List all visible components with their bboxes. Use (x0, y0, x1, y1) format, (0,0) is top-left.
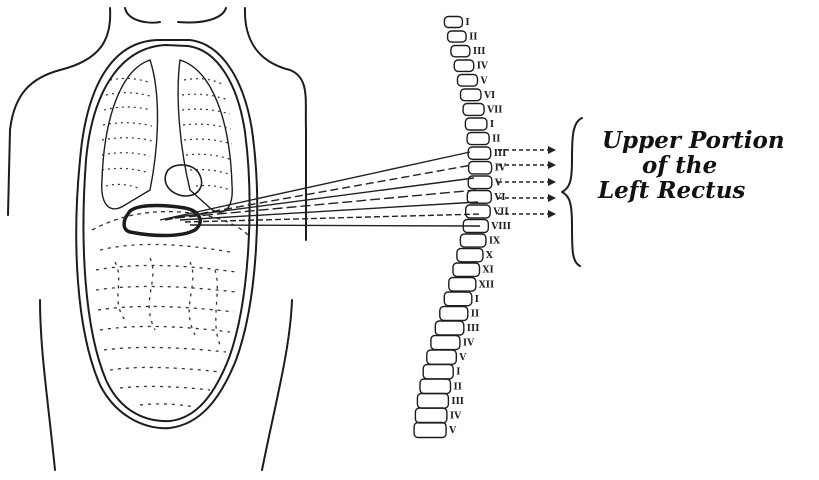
vertebra (467, 191, 491, 204)
nerve-rays (160, 152, 480, 226)
vertebra-label: I (475, 295, 479, 305)
callout-line-1: Upper Portion (598, 128, 813, 153)
vertebra-label: IV (463, 339, 475, 349)
vertebra (427, 350, 457, 364)
vertebra-label: VII (486, 105, 502, 115)
vertebra (444, 17, 462, 28)
vertebra-label: V (448, 426, 457, 436)
arrow-heads (548, 146, 556, 218)
arrow-lines (498, 150, 548, 214)
callout-line-3: Left Rectus (598, 178, 813, 203)
vertebra (414, 423, 446, 438)
vertebra (453, 263, 480, 276)
vertebra-label: IV (477, 62, 489, 72)
vertebra-label: III (473, 47, 486, 57)
vertebra-label: II (492, 135, 500, 145)
vertebra-label: II (454, 382, 462, 392)
callout-line-2: of the (598, 153, 813, 178)
vertebra (417, 394, 448, 409)
vertebra (448, 31, 467, 42)
vertebra (467, 133, 489, 145)
vertebra (463, 104, 484, 116)
vertebra-label: I (490, 120, 494, 130)
vertebra-label: III (451, 397, 464, 407)
intestines (96, 244, 236, 407)
vertebra (457, 249, 483, 262)
vertebra (461, 89, 482, 101)
vertebra (449, 278, 476, 292)
vertebra-label: V (480, 76, 489, 86)
torso-outline (8, 8, 306, 470)
vertebra (465, 118, 487, 130)
vertebra-label: VIII (490, 222, 511, 232)
vertebra (420, 379, 451, 394)
lungs (102, 60, 232, 212)
vertebra (468, 147, 491, 159)
vertebra-label: X (486, 251, 493, 261)
vertebra-label: XI (483, 266, 494, 276)
vertebra-label: IX (489, 237, 500, 247)
vertebra-label: III (467, 324, 480, 334)
vertebra (469, 162, 492, 174)
vertebra-label: VII (492, 207, 508, 217)
vertebra (460, 234, 486, 247)
vertebra-label: I (456, 368, 460, 378)
vertebra (451, 46, 470, 57)
vertebra-label: V (494, 178, 503, 188)
vertebra (440, 307, 468, 321)
vertebra-label: I (465, 18, 469, 28)
vertebra-label: XII (479, 280, 494, 290)
vertebra (435, 321, 464, 335)
vertebra (454, 60, 474, 71)
vertebra-label: II (471, 309, 479, 319)
vertebra (444, 292, 472, 306)
vertebra (466, 205, 491, 218)
vertebra (431, 336, 460, 350)
vertebra-label: VI (483, 91, 495, 101)
vertebra (423, 365, 453, 379)
vertebra-label: V (458, 353, 467, 363)
callout-label: Upper Portion of the Left Rectus (598, 128, 813, 203)
brace-bracket (562, 118, 582, 266)
vertebra (415, 408, 447, 423)
diaphragm (92, 212, 248, 235)
stomach (124, 206, 200, 236)
vertebra (458, 75, 478, 87)
vertebra-label: II (469, 33, 477, 43)
vertebra-label: IV (450, 411, 462, 421)
spine: IIIIIIIVVVIVIIIIIIIIIVVVIVIIVIIIIXXXIXII… (414, 17, 511, 438)
heart (165, 165, 201, 196)
